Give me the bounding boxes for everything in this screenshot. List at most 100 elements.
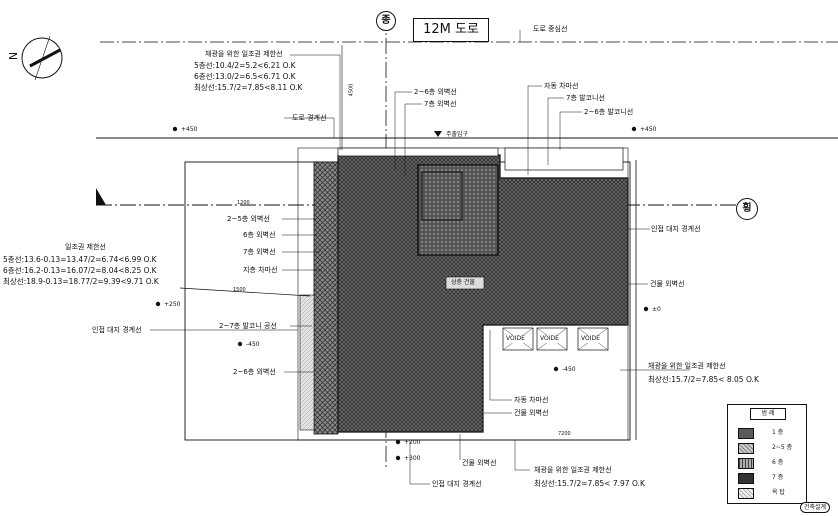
top-balcony-right (504, 147, 624, 171)
level-200: +200 (404, 439, 421, 446)
legend-label-2: 2~5 층 (772, 444, 793, 451)
void-label-3: VOIDE (581, 335, 600, 343)
setback-left-line5: 5층선:13.6-0.13=13.47/2=6.74<6.99 O.K (3, 255, 157, 264)
compass-north-label: N (7, 51, 21, 61)
setback-left-line6: 6층선:16.2-0.13=16.07/2=8.04<8.25 O.K (3, 266, 157, 275)
level-marker-top-left (172, 126, 178, 132)
legend-label-3: 6 층 (772, 459, 784, 466)
label-building-wall-bottom: 건물 외벽선 (514, 409, 549, 417)
legend-label-1: 1 층 (772, 429, 784, 436)
dim-1: 1200 (237, 200, 250, 206)
level-marker-left (237, 341, 243, 347)
label-neighbor-boundary-left: 인접 대지 경계선 (92, 326, 142, 334)
legend-label-5: 옥 탑 (772, 489, 785, 496)
leader-bottom-parking (489, 330, 512, 401)
legend-swatch-5 (738, 488, 754, 499)
compass-cross-v (34, 35, 51, 81)
label-entrance: 주출입구 (446, 131, 469, 138)
center-label-box (445, 276, 485, 290)
level-450-bottom: -450 (562, 366, 576, 373)
legend-label-4: 7 층 (772, 474, 784, 481)
legend-row-3: 6 층 (738, 457, 802, 469)
label-balcony-2-7: 2~7층 발코니 공선 (219, 322, 277, 330)
setback-bottom-title: 채광을 위한 일조권 제한선 (534, 466, 612, 474)
legend-box: 범 례 1 층 2~5 층 6 층 7 층 옥 탑 (727, 404, 807, 504)
level-450-top: +450 (181, 126, 198, 133)
legend-swatch-2 (738, 443, 754, 454)
legend-swatch-3 (738, 458, 754, 469)
leader-road-boundary (284, 117, 335, 138)
label-wall-6: 6층 외벽선 (243, 231, 276, 239)
setback-top-title: 채광을 위한 일조권 제한선 (205, 50, 283, 58)
setback-top-linemax: 최상선:15.7/2=7.85<8.11 O.K (194, 83, 303, 92)
ground-floor-strip (313, 161, 339, 435)
level-250: +250 (164, 301, 181, 308)
dim-3: 1500 (233, 287, 246, 293)
level-marker-top-right (631, 126, 637, 132)
label-wall-7-left: 7층 외벽선 (243, 248, 276, 256)
level-marker-300 (395, 455, 401, 461)
legend-row-1: 1 층 (738, 427, 802, 439)
compass-needle (29, 48, 61, 68)
legend-row-2: 2~5 층 (738, 442, 802, 454)
label-balcony-2-6: 2~6층 발코니선 (584, 108, 634, 116)
leader-bottom-neighbor (409, 440, 430, 485)
label-neighbor-boundary-bottom: 인접 대지 경계선 (432, 480, 482, 488)
level-450-right: +450 (640, 126, 657, 133)
setback-left-title: 일조권 제한선 (65, 243, 106, 251)
legend-swatch-4 (738, 473, 754, 484)
legend-row-5: 옥 탑 (738, 487, 802, 499)
level-450-left: -450 (246, 341, 260, 348)
main-building-mass (337, 154, 629, 433)
label-wall-7-top: 7층 외벽선 (424, 100, 457, 108)
entrance-arrow (434, 131, 442, 137)
setback-left-linemax: 최상선:18.9-0.13=18.77/2=9.39<9.71 O.K (3, 277, 159, 286)
setback-right-title: 채광을 위한 일조권 제한선 (648, 362, 726, 370)
leader-wall-7 (404, 103, 422, 175)
setback-right-linemax: 최상선:15.7/2=7.85< 8.05 O.K (648, 375, 759, 384)
label-balcony-7: 7층 발코니선 (566, 94, 605, 102)
road-label: 12M 도로 (413, 18, 489, 42)
dim-4: 4500 (348, 83, 355, 97)
road-boundary-label: 도로 경계선 (292, 114, 327, 122)
level-marker-zero (643, 306, 649, 312)
label-wall-2-5: 2~5층 외벽선 (227, 215, 270, 223)
level-zero: ±0 (652, 306, 661, 313)
label-neighbor-boundary-right: 인접 대지 경계선 (651, 225, 701, 233)
label-wall-2-6-top: 2~6층 외벽선 (414, 88, 457, 96)
setback-top-line6: 6층선:13.0/2=6.5<6.71 O.K (194, 72, 296, 81)
setback-bottom-linemax: 최상선:15.7/2=7.85< 7.97 O.K (534, 479, 645, 488)
leader-parking (527, 85, 542, 175)
leader-top-setback (290, 54, 341, 150)
transverse-marker: 횡 (736, 198, 758, 220)
top-balcony-left (337, 147, 499, 157)
corner-mark: 건축설계 (800, 502, 831, 513)
level-marker-250 (155, 301, 161, 307)
left-wing-light (299, 294, 315, 431)
penthouse-core (417, 164, 499, 256)
legend-row-4: 7 층 (738, 472, 802, 484)
legend-title: 범 례 (750, 408, 786, 420)
label-building-wall-right: 건물 외벽선 (650, 280, 685, 288)
legend-swatch-1 (738, 428, 754, 439)
left-setback-arrow (179, 287, 311, 297)
label-building-wall-low: 건물 외벽선 (462, 459, 497, 467)
axis-arrow-left (96, 188, 106, 205)
label-basement: 지층 차마선 (243, 266, 278, 274)
leader-wall-2-6 (394, 91, 412, 170)
leader-balcony-2-6 (559, 111, 582, 150)
road-center-line-label: 도로 중심선 (533, 25, 568, 33)
setback-top-line5: 5층선:10.4/2=5.2<6.21 O.K (194, 61, 296, 70)
dim-2: 7200 (558, 431, 571, 437)
void-label-1: VOIDE (506, 335, 525, 343)
void-label-2: VOIDE (540, 335, 559, 343)
label-parking-ramp: 자동 차마선 (544, 82, 579, 90)
longitudinal-marker: 종 (376, 11, 396, 31)
level-marker-200 (395, 439, 401, 445)
level-300: +300 (404, 455, 421, 462)
leader-balcony-7 (547, 97, 564, 165)
label-parking-ramp-bottom: 자동 차마선 (514, 396, 549, 404)
level-marker-bottom-left (553, 366, 559, 372)
label-wall-2-6-left: 2~6층 외벽선 (233, 368, 276, 376)
